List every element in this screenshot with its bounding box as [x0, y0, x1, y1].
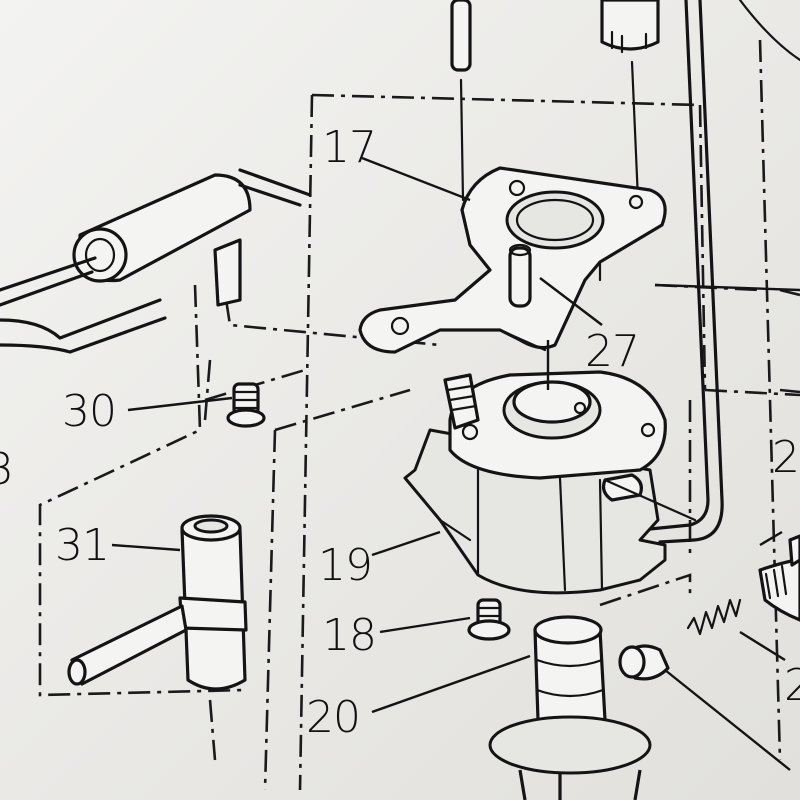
- callout-31: 31: [55, 520, 109, 571]
- leader-27: [539, 277, 603, 326]
- leader-right-low: [664, 669, 791, 771]
- right-knob: [758, 534, 800, 622]
- leader-right-upper: [759, 530, 783, 547]
- leader-19: [371, 530, 441, 557]
- callout-19: 19: [318, 540, 372, 591]
- callout-27: 27: [585, 326, 639, 377]
- top-shaft-right: [600, 0, 660, 202]
- dashed-frame-right: [704, 39, 800, 761]
- leader-17: [361, 156, 471, 202]
- leader-18: [379, 616, 471, 634]
- part-31-sleeve: [67, 514, 248, 691]
- leader-20: [371, 654, 531, 714]
- part-27-pin: [508, 243, 532, 308]
- callout-2-lower: 2: [784, 660, 800, 711]
- callout-20: 20: [306, 692, 360, 743]
- right-spring: [686, 598, 742, 636]
- leader-30: [127, 396, 233, 412]
- callout-30: 30: [62, 386, 116, 437]
- top-shaft-left: [450, 0, 472, 202]
- callout-2-upper: 2: [772, 432, 799, 483]
- leader-31: [111, 543, 181, 552]
- callout-17: 17: [322, 122, 376, 173]
- callout-3: 3: [0, 444, 13, 495]
- long-rod: [638, 0, 724, 544]
- dashed-guide-lines: [204, 368, 692, 791]
- leader-right-top: [654, 283, 800, 292]
- part-19-housing: [403, 370, 697, 595]
- callout-18: 18: [322, 610, 376, 661]
- background-arc: [738, 0, 800, 62]
- right-cap: [618, 644, 670, 681]
- upper-left-cylinder: [0, 168, 312, 354]
- part-30-screw: [226, 382, 266, 428]
- part-18-screw: [467, 598, 511, 641]
- leader-right-mid: [739, 630, 786, 662]
- part-20-shaft: [488, 615, 652, 800]
